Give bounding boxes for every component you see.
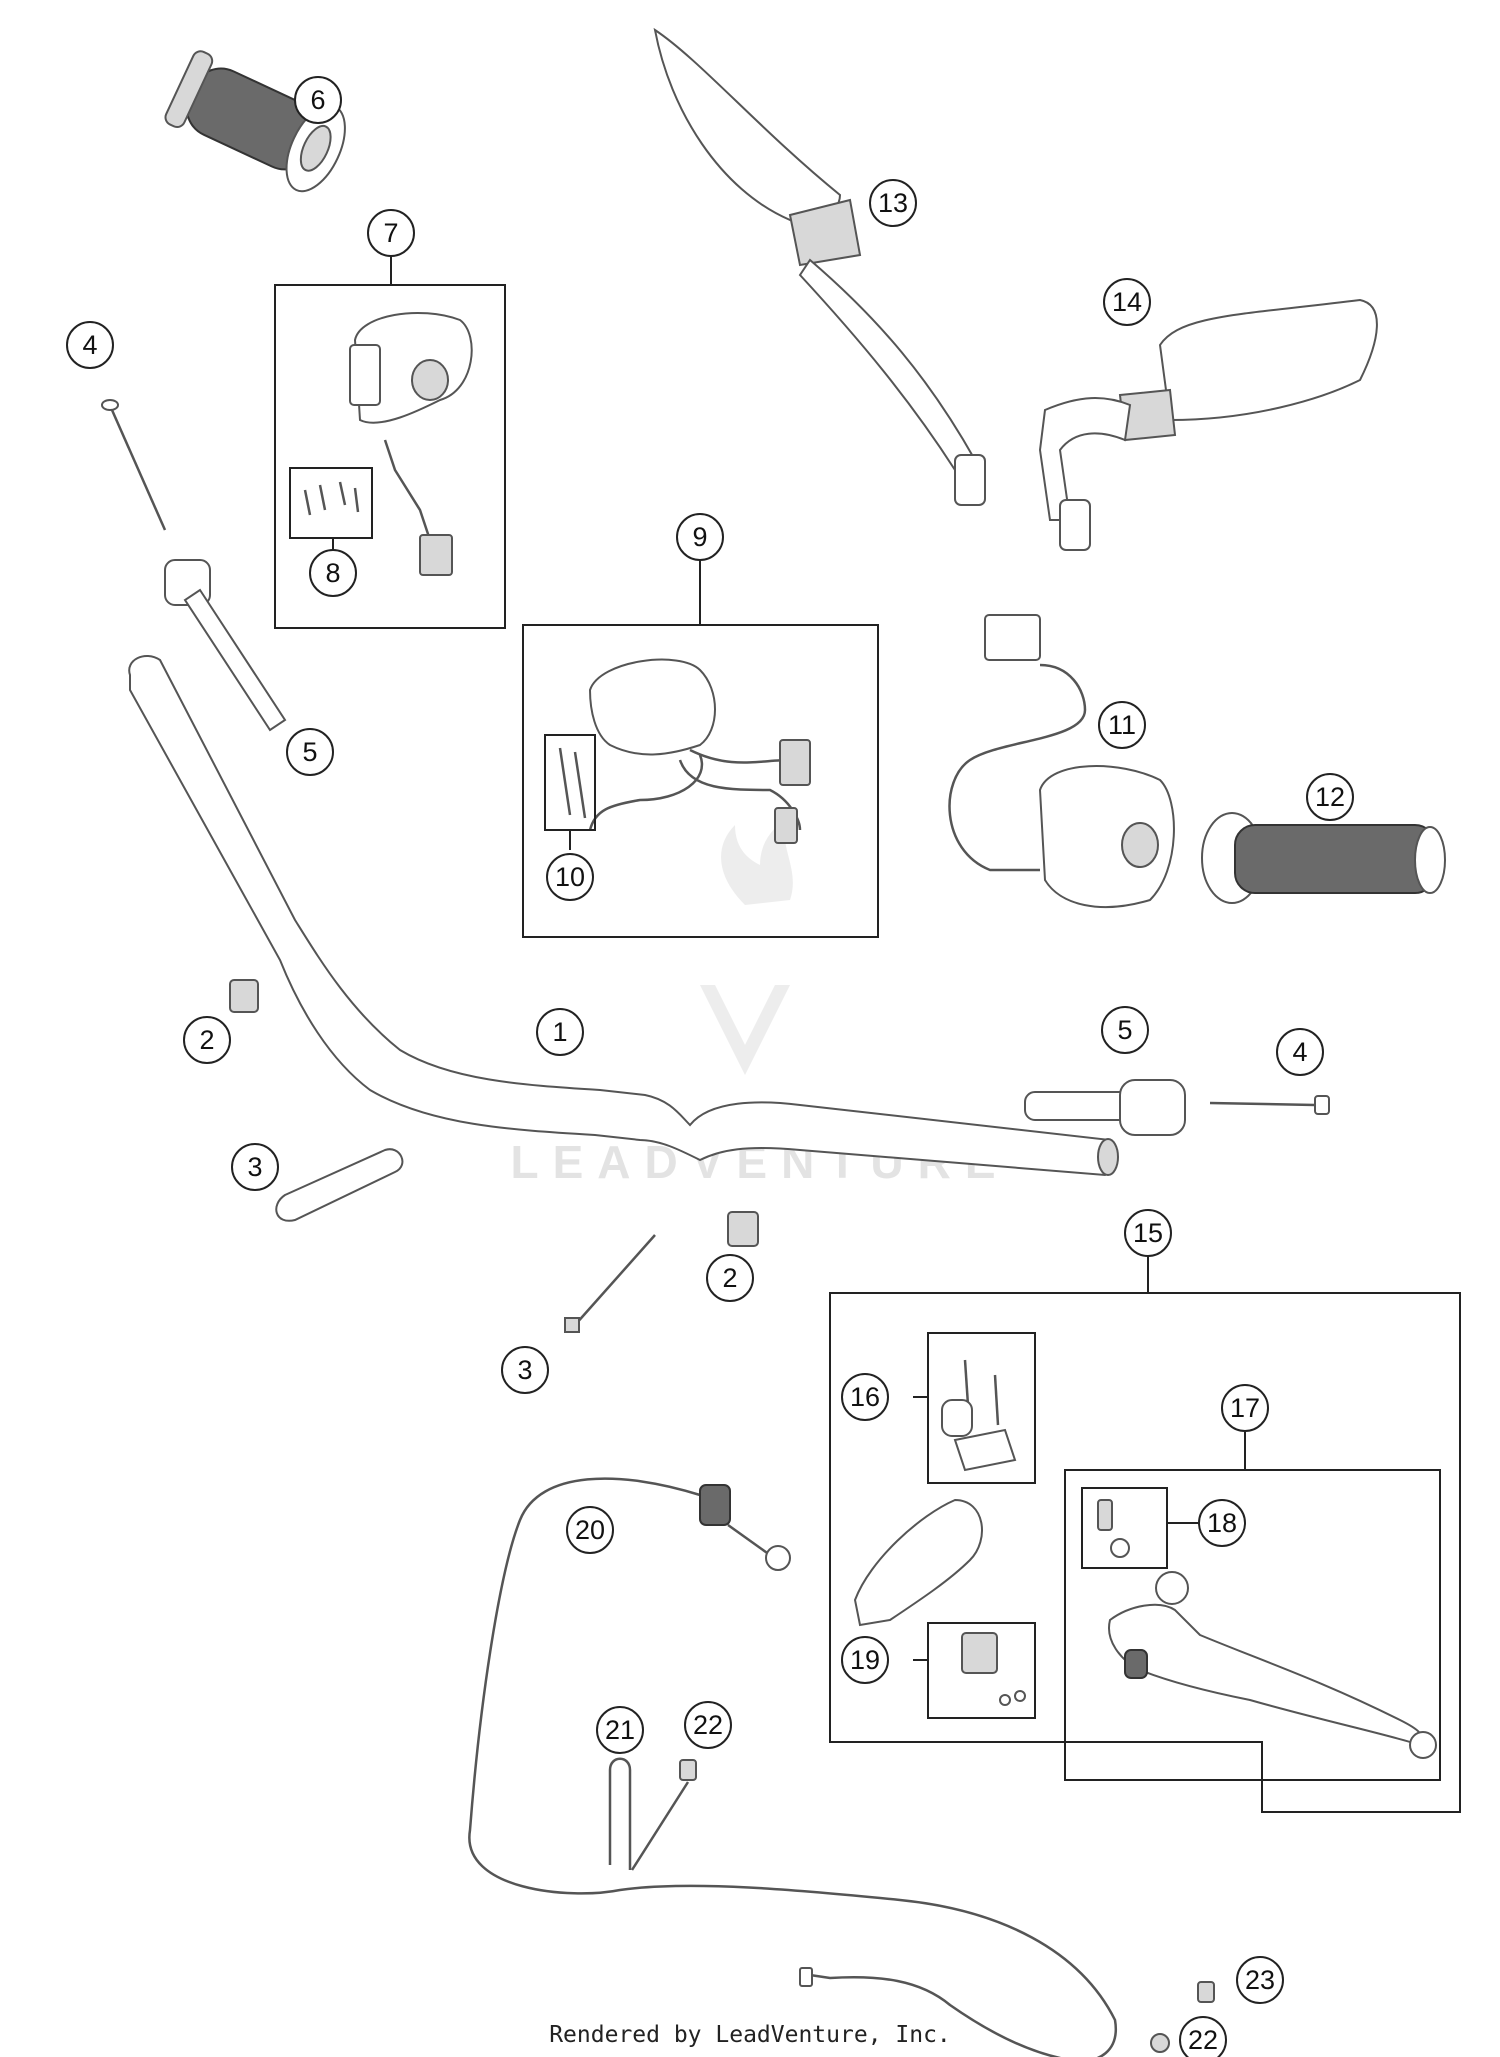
callout-18: 18 <box>1198 1499 1246 1547</box>
callout-23: 23 <box>1236 1956 1284 2004</box>
svg-text:17: 17 <box>1230 1393 1260 1423</box>
part-16-clamp-screws <box>941 1359 1017 1472</box>
part-2-clamp-left <box>229 979 259 1013</box>
callout-14: 14 <box>1103 278 1151 326</box>
callout-5: 5 <box>286 728 334 776</box>
box-17 <box>1064 1469 1441 1781</box>
svg-text:8: 8 <box>325 558 340 588</box>
callout-13: 13 <box>869 179 917 227</box>
part-7-left-switch <box>349 311 473 576</box>
svg-text:7: 7 <box>383 218 398 248</box>
svg-text:12: 12 <box>1315 782 1345 812</box>
svg-text:23: 23 <box>1245 1965 1275 1995</box>
svg-text:3: 3 <box>517 1355 532 1385</box>
svg-text:20: 20 <box>575 1515 605 1545</box>
svg-text:22: 22 <box>693 1710 723 1740</box>
box-16 <box>927 1332 1036 1484</box>
box-8 <box>289 467 373 539</box>
part-19-parts <box>961 1632 1026 1706</box>
part-15-clutch-bracket <box>853 1498 983 1627</box>
callout-22: 22 <box>684 1701 732 1749</box>
part-4-bolt-left <box>101 399 167 531</box>
svg-text:5: 5 <box>1117 1015 1132 1045</box>
svg-text:15: 15 <box>1133 1218 1163 1248</box>
svg-text:16: 16 <box>850 1382 880 1412</box>
part-13-mirror-left <box>653 27 986 506</box>
box-15 <box>829 1292 1461 1813</box>
svg-text:4: 4 <box>82 330 97 360</box>
callout-7: 7 <box>367 209 415 257</box>
callout-21: 21 <box>596 1706 644 1754</box>
box-19 <box>927 1622 1036 1719</box>
callout-1: 1 <box>536 1008 584 1056</box>
callout-20: 20 <box>566 1506 614 1554</box>
svg-text:18: 18 <box>1207 1508 1237 1538</box>
part-20-clutch-cable <box>468 1477 1118 2057</box>
svg-text:10: 10 <box>555 862 585 892</box>
svg-text:6: 6 <box>310 85 325 115</box>
svg-text:3: 3 <box>247 1152 262 1182</box>
part-18-adjuster <box>1097 1499 1130 1558</box>
leadventure-watermark-logo <box>700 820 793 1075</box>
callout-10: 10 <box>546 853 594 901</box>
callout-3: 3 <box>501 1346 549 1394</box>
callout-22: 22 <box>1179 2016 1227 2057</box>
part-12-right-grip <box>1201 812 1446 904</box>
svg-text:2: 2 <box>199 1025 214 1055</box>
svg-text:4: 4 <box>1292 1037 1307 1067</box>
part-8-screws <box>303 481 360 516</box>
svg-text:22: 22 <box>1188 2025 1218 2055</box>
callout-17: 17 <box>1221 1384 1269 1432</box>
part-3-strap-left <box>275 1148 404 1222</box>
callout-15: 15 <box>1124 1209 1172 1257</box>
leader-lines <box>332 255 1246 1661</box>
part-1-handlebar <box>128 655 1119 1177</box>
callout-4: 4 <box>66 321 114 369</box>
part-23-screw <box>1197 1981 1215 2003</box>
svg-text:11: 11 <box>1108 710 1136 740</box>
box-18 <box>1081 1487 1168 1569</box>
callout-4: 4 <box>1276 1028 1324 1076</box>
callout-12: 12 <box>1306 773 1354 821</box>
svg-text:14: 14 <box>1112 287 1142 317</box>
part-22-screw-upper <box>630 1759 697 1871</box>
svg-text:2: 2 <box>722 1263 737 1293</box>
part-5-bar-end-right <box>1024 1079 1186 1136</box>
part-22-nut-lower <box>1150 2033 1170 2053</box>
svg-text:9: 9 <box>692 522 707 552</box>
svg-text:19: 19 <box>850 1645 880 1675</box>
callout-5: 5 <box>1101 1006 1149 1054</box>
part-2-clamp-center <box>727 1211 759 1247</box>
box-10 <box>544 734 596 831</box>
callout-16: 16 <box>841 1373 889 1421</box>
callout-6: 6 <box>294 76 342 124</box>
footer-credit: Rendered by LeadVenture, Inc. <box>549 2022 951 2048</box>
callout-2: 2 <box>183 1016 231 1064</box>
part-21-clip <box>608 1757 632 1870</box>
part-5-bar-end-left <box>164 559 287 732</box>
part-14-mirror-right <box>1038 298 1378 551</box>
part-4-bolt-right <box>1209 1095 1330 1115</box>
callout-19: 19 <box>841 1636 889 1684</box>
part-10-screws <box>558 747 587 819</box>
part-11-right-switch-assembly <box>948 614 1175 909</box>
callout-9: 9 <box>676 513 724 561</box>
svg-text:1: 1 <box>552 1017 567 1047</box>
callout-3: 3 <box>231 1143 279 1191</box>
callout-8: 8 <box>309 549 357 597</box>
callout-2: 2 <box>706 1254 754 1302</box>
svg-text:5: 5 <box>302 737 317 767</box>
svg-text:13: 13 <box>878 188 908 218</box>
part-17-clutch-lever <box>1108 1571 1437 1759</box>
callout-11: 11 <box>1098 701 1146 749</box>
part-9-right-switch <box>588 658 811 844</box>
part-3-cable-tie-center <box>564 1234 656 1333</box>
part-6-left-grip <box>164 50 346 193</box>
svg-text:21: 21 <box>605 1715 635 1745</box>
